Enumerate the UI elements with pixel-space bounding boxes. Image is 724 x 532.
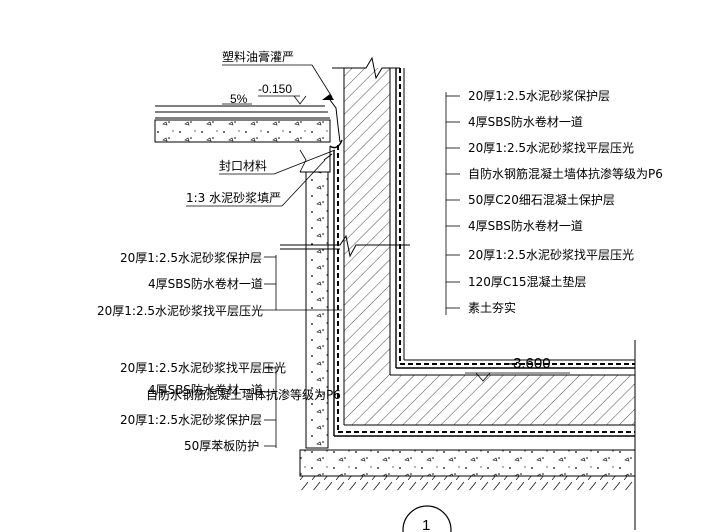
right-label-2: 4厚SBS防水卷材一道 [468,114,583,129]
left-label-6: 自防水钢筋混凝土墙体抗渗等级为P6 [146,387,341,402]
left-label-4: 20厚1:2.5水泥砂浆找平层压光 [120,360,286,375]
top-annotations: 塑料油膏灌严 5% -0.150 封口材料 1:3 水泥砂浆填严 -3.600 [186,49,570,382]
detail-number: 1 [422,517,430,532]
slope-label: 5% [230,92,248,106]
right-label-9: 素土夯实 [468,300,516,315]
right-label-7: 20厚1:2.5水泥砂浆找平层压光 [468,247,634,262]
mortar-fill-label: 1:3 水泥砂浆填严 [186,190,281,205]
right-label-6: 4厚SBS防水卷材一道 [468,218,583,233]
base-concrete [299,449,636,490]
right-label-1: 20厚1:2.5水泥砂浆保护层 [468,88,610,103]
detail-marker: 1 [402,505,452,532]
wall-and-slab [280,56,636,530]
left-label-2: 4厚SBS防水卷材一道 [148,276,263,291]
left-callouts: 20厚1:2.5水泥砂浆保护层 4厚SBS防水卷材一道 20厚1:2.5水泥砂浆… [97,250,342,453]
left-label-8: 50厚苯板防护 [184,438,259,453]
left-label-1: 20厚1:2.5水泥砂浆保护层 [120,250,262,265]
right-label-5: 50厚C20细石混凝土保护层 [468,192,615,207]
ground-slab [154,94,343,173]
left-label-3: 20厚1:2.5水泥砂浆找平层压光 [97,303,263,318]
right-label-3: 20厚1:2.5水泥砂浆找平层压光 [468,140,634,155]
right-label-8: 120厚C15混凝土垫层 [468,274,587,289]
elevation-top-label: -0.150 [258,82,292,96]
right-callouts: 20厚1:2.5水泥砂浆保护层 4厚SBS防水卷材一道 20厚1:2.5水泥砂浆… [445,88,663,315]
right-label-4: 自防水钢筋混凝土墙体抗渗等级为P6 [468,166,663,181]
left-label-7: 20厚1:2.5水泥砂浆保护层 [120,412,262,427]
seal-material-label: 封口材料 [219,159,267,173]
sealant-fill-label: 塑料油膏灌严 [222,49,294,64]
left-label-5: 4厚SBS防水卷材一道 [148,382,263,397]
elevation-bottom-label: -3.600 [508,355,551,372]
